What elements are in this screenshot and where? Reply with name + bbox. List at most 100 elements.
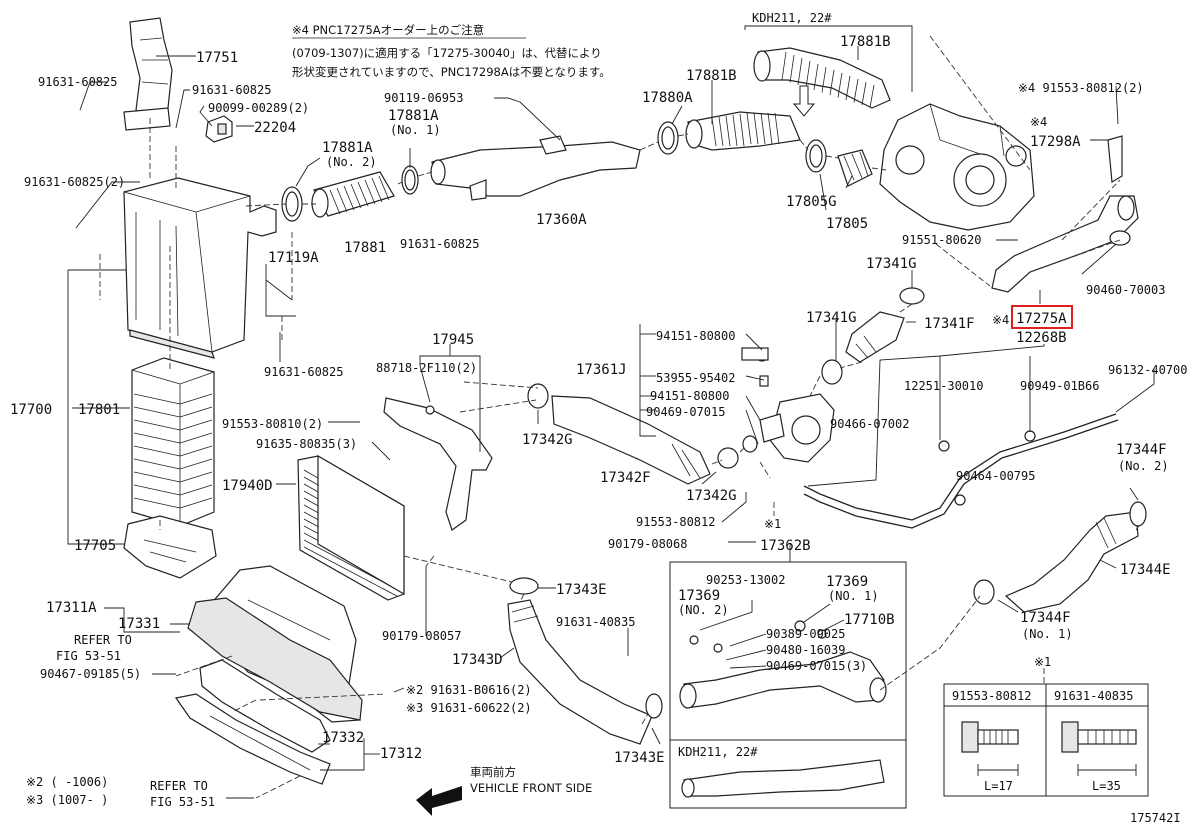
label-17341F[interactable]: 17341F — [924, 316, 975, 332]
label-17362B[interactable]: 17362B — [760, 538, 811, 554]
label-90119-06953[interactable]: 90119-06953 — [384, 91, 463, 105]
label-90467-09185[interactable]: 90467-09185(5) — [40, 667, 141, 681]
label-94151-80800-b[interactable]: 94151-80800 — [650, 389, 729, 403]
tube-12268B — [803, 413, 1119, 529]
label-17311A[interactable]: 17311A — [46, 600, 97, 616]
label-17342G-b[interactable]: 17342G — [686, 488, 737, 504]
label-17332[interactable]: 17332 — [322, 730, 364, 746]
label-12268B[interactable]: 12268B — [1016, 330, 1067, 346]
label-17119A[interactable]: 17119A — [268, 250, 319, 266]
clamp-17805G — [805, 139, 827, 173]
label-17342G-a[interactable]: 17342G — [522, 432, 573, 448]
label-90179-08057[interactable]: 90179-08057 — [382, 629, 461, 643]
label-17344F-top[interactable]: 17344F — [1116, 442, 1167, 458]
label-90469-07015-a[interactable]: 90469-07015 — [646, 405, 725, 419]
air-flow-sensor-22204 — [205, 115, 233, 143]
label-n4-17298A[interactable]: ※4 — [1030, 115, 1047, 129]
label-x1-a[interactable]: ※1 — [764, 517, 781, 531]
label-17801[interactable]: 17801 — [78, 402, 120, 418]
label-91631-40835[interactable]: 91631-40835 — [556, 615, 635, 629]
label-17945[interactable]: 17945 — [432, 332, 474, 348]
label-91631-60825-b[interactable]: 91631-60825 — [192, 83, 271, 97]
label-91631-60622[interactable]: ※3 91631-60622(2) — [406, 701, 532, 715]
part-number-labels: 91631-60825 17751 91631-60825 90099-0028… — [10, 34, 1187, 809]
label-91631-B0616[interactable]: ※2 91631-B0616(2) — [406, 683, 532, 697]
label-90389-09025[interactable]: 90389-09025 — [766, 627, 845, 641]
label-91551-80620[interactable]: 91551-80620 — [902, 233, 981, 247]
label-refer-b1[interactable]: REFER TO — [150, 779, 208, 793]
label-17369-no1[interactable]: 17369 — [826, 574, 868, 590]
label-no2-c[interactable]: (NO. 2) — [678, 603, 729, 617]
bolt-91631-40835 — [1061, 721, 1137, 753]
label-17312[interactable]: 17312 — [380, 746, 422, 762]
label-17805[interactable]: 17805 — [826, 216, 868, 232]
label-17710B[interactable]: 17710B — [844, 612, 895, 628]
turbocharger — [879, 103, 1035, 231]
label-91553-80812-x1[interactable]: 91553-80812 — [636, 515, 715, 529]
hose-17805 — [837, 149, 873, 187]
label-refer-b2[interactable]: FIG 53-51 — [150, 795, 215, 809]
label-17880A[interactable]: 17880A — [642, 90, 693, 106]
label-90480-16039[interactable]: 90480-16039 — [766, 643, 845, 657]
label-91553-80810[interactable]: 91553-80810(2) — [222, 417, 323, 431]
label-17341G-b[interactable]: 17341G — [806, 310, 857, 326]
label-17881[interactable]: 17881 — [344, 240, 386, 256]
leader-lines — [67, 46, 1155, 799]
label-22204[interactable]: 22204 — [254, 120, 296, 136]
label-17342F[interactable]: 17342F — [600, 470, 651, 486]
label-17881B-top[interactable]: 17881B — [840, 34, 891, 50]
header-note-line1: (0709-1307)に適用する「17275-30040」は、代替により — [292, 46, 602, 60]
label-17881A-no1[interactable]: 17881A — [388, 108, 439, 124]
label-91631-60825-c[interactable]: 91631-60825(2) — [24, 175, 125, 189]
label-17751[interactable]: 17751 — [196, 50, 238, 66]
label-90460-70003[interactable]: 90460-70003 — [1086, 283, 1165, 297]
label-17344E[interactable]: 17344E — [1120, 562, 1171, 578]
label-17343E-a[interactable]: 17343E — [556, 582, 607, 598]
label-17881B[interactable]: 17881B — [686, 68, 737, 84]
label-17343E-b[interactable]: 17343E — [614, 750, 665, 766]
label-17360A[interactable]: 17360A — [536, 212, 587, 228]
label-90253-13002[interactable]: 90253-13002 — [706, 573, 785, 587]
label-17341G-a[interactable]: 17341G — [866, 256, 917, 272]
label-88718-2F110[interactable]: 88718-2F110(2) — [376, 361, 477, 375]
label-no1-a[interactable]: (No. 1) — [390, 123, 441, 137]
label-90466-07002[interactable]: 90466-07002 — [830, 417, 909, 431]
label-no2-b[interactable]: (No. 2) — [1118, 459, 1169, 473]
label-90099-00289[interactable]: 90099-00289(2) — [208, 101, 309, 115]
clamp-17343E-b — [645, 693, 663, 719]
label-17881A-no2[interactable]: 17881A — [322, 140, 373, 156]
guard-17312 — [199, 659, 331, 753]
label-17700[interactable]: 17700 — [10, 402, 52, 418]
label-90949-01B66[interactable]: 90949-01B66 — [1020, 379, 1099, 393]
label-17361J[interactable]: 17361J — [576, 362, 627, 378]
label-91631-60825-d[interactable]: 91631-60825 — [400, 237, 479, 251]
label-refer-a1[interactable]: REFER TO — [74, 633, 132, 647]
label-17940D[interactable]: 17940D — [222, 478, 273, 494]
label-refer-a2[interactable]: FIG 53-51 — [56, 649, 121, 663]
label-53955-95402[interactable]: 53955-95402 — [656, 371, 735, 385]
label-n4-17275A[interactable]: ※4 — [992, 313, 1009, 327]
pipe-17362B-kdh-variant — [681, 759, 885, 798]
label-96132-40700[interactable]: 96132-40700 — [1108, 363, 1187, 377]
label-90464-00795[interactable]: 90464-00795 — [956, 469, 1035, 483]
label-17369-no2[interactable]: 17369 — [678, 588, 720, 604]
label-17343D[interactable]: 17343D — [452, 652, 503, 668]
label-12251-30010[interactable]: 12251-30010 — [904, 379, 983, 393]
label-94151-80800-a[interactable]: 94151-80800 — [656, 329, 735, 343]
label-17331[interactable]: 17331 — [118, 616, 160, 632]
label-91631-60825-a[interactable]: 91631-60825 — [38, 75, 117, 89]
label-no2-a[interactable]: (No. 2) — [326, 155, 377, 169]
label-91553-80812-n4[interactable]: ※4 91553-80812(2) — [1018, 81, 1144, 95]
clamp-17342G-a — [527, 383, 549, 409]
label-no1-c[interactable]: (No. 1) — [1022, 627, 1073, 641]
label-17805G[interactable]: 17805G — [786, 194, 837, 210]
label-90179-08068[interactable]: 90179-08068 — [608, 537, 687, 551]
label-90469-07015-b[interactable]: 90469-07015(3) — [766, 659, 867, 673]
label-17275A[interactable]: 17275A — [1016, 311, 1067, 327]
label-17298A[interactable]: 17298A — [1030, 134, 1081, 150]
label-17344F-bot[interactable]: 17344F — [1020, 610, 1071, 626]
label-91631-60825-e[interactable]: 91631-60825 — [264, 365, 343, 379]
label-17705[interactable]: 17705 — [74, 538, 116, 554]
label-91635-80835[interactable]: 91635-80835(3) — [256, 437, 357, 451]
label-no1-b[interactable]: (NO. 1) — [828, 589, 879, 603]
